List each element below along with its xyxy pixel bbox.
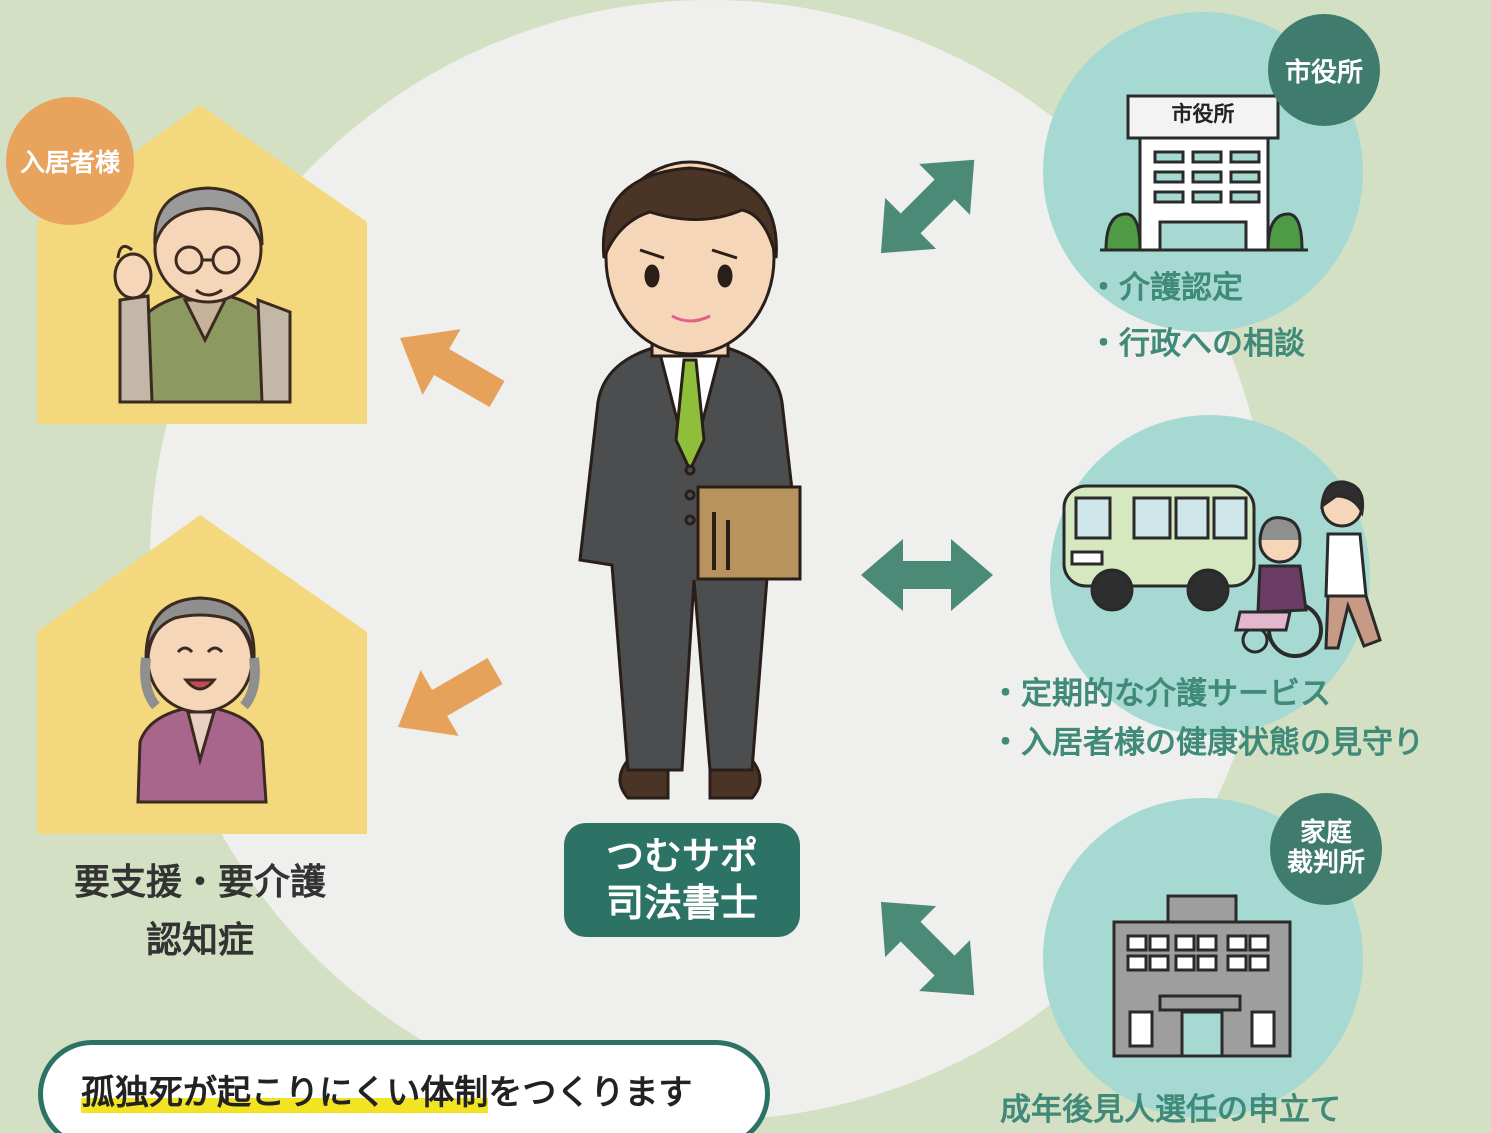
family-court-badge-line2: 裁判所	[1286, 848, 1365, 878]
resident-badge: 入居者様	[6, 97, 134, 225]
resident-condition-2: 認知症	[145, 920, 254, 961]
businessman-illustration	[578, 160, 802, 800]
court-service: 成年後見人選任の申立て	[1000, 1092, 1341, 1128]
banner-highlight-text: 孤独死が起こりにくい体制	[81, 1073, 489, 1113]
city-hall-badge-label: 市役所	[1284, 57, 1363, 88]
bottom-banner: 孤独死が起こりにくい体制をつくります	[38, 1040, 770, 1133]
city-hall-badge: 市役所	[1268, 14, 1380, 126]
caregiver-illustration	[1320, 480, 1382, 650]
resident-condition-1: 要支援・要介護	[73, 862, 326, 903]
resident-badge-label: 入居者様	[19, 148, 120, 177]
city-hall-service-2: ・行政への相談	[1088, 326, 1305, 362]
city-hall-service-1: ・介護認定	[1088, 270, 1243, 306]
city-hall-building-illustration	[1100, 94, 1308, 252]
care-bus-illustration	[1062, 484, 1256, 612]
provider-title-box: つむサポ 司法書士	[564, 823, 800, 937]
city-hall-sign: 市役所	[1171, 102, 1235, 126]
care-service-2: ・入居者様の健康状態の見守り	[990, 725, 1424, 761]
provider-line-2: 司法書士	[605, 881, 758, 925]
wheelchair-user-illustration	[1234, 516, 1323, 658]
elderly-woman-illustration	[136, 596, 268, 804]
court-building-illustration	[1112, 894, 1292, 1058]
banner-rest-text: をつくります	[488, 1073, 693, 1113]
family-court-badge-line1: 家庭	[1299, 818, 1352, 849]
provider-line-1: つむサポ	[605, 833, 758, 878]
care-service-1: ・定期的な介護サービス	[990, 676, 1331, 712]
family-court-badge: 家庭 裁判所	[1270, 793, 1382, 905]
elderly-man-illustration	[113, 186, 292, 404]
